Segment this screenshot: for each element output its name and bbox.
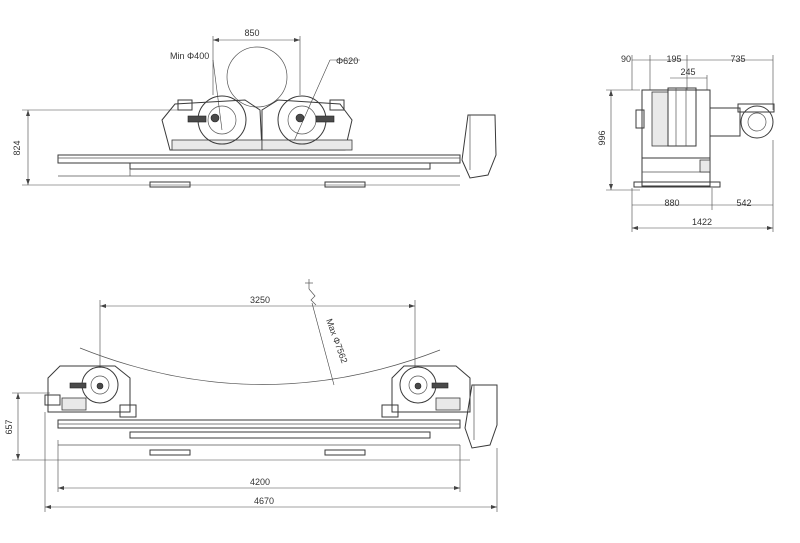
dim-735-label: 735 xyxy=(730,54,745,64)
dim-min-diameter-label: Min Φ400 xyxy=(170,51,209,61)
dim-bottom-total-label: 4670 xyxy=(254,496,274,506)
bottom-view: 3250 Max Φ7562 657 xyxy=(4,279,498,512)
dim-max-diameter-label: Max Φ7562 xyxy=(324,317,349,364)
dim-rail-label: 4200 xyxy=(250,477,270,487)
dim-880-label: 880 xyxy=(664,198,679,208)
dim-side-height-label: 996 xyxy=(597,130,607,145)
top-view: 850 Min Φ400 Φ620 824 xyxy=(12,28,497,188)
dim-90-label: 90 xyxy=(621,54,631,64)
dim-roller-spacing-label: 850 xyxy=(244,28,259,38)
dim-side-total-label: 1422 xyxy=(692,217,712,227)
side-view: 90 195 735 245 996 880 542 xyxy=(597,54,775,232)
dim-height-label: 824 xyxy=(12,140,22,155)
dim-542-label: 542 xyxy=(736,198,751,208)
dim-195-label: 195 xyxy=(666,54,681,64)
dim-roller-diameter-label: Φ620 xyxy=(336,56,358,66)
workpiece-circle xyxy=(226,46,288,108)
dim-bottom-roller-spacing-label: 3250 xyxy=(250,295,270,305)
dim-bottom-height-label: 657 xyxy=(4,419,14,434)
dim-245-label: 245 xyxy=(680,67,695,77)
